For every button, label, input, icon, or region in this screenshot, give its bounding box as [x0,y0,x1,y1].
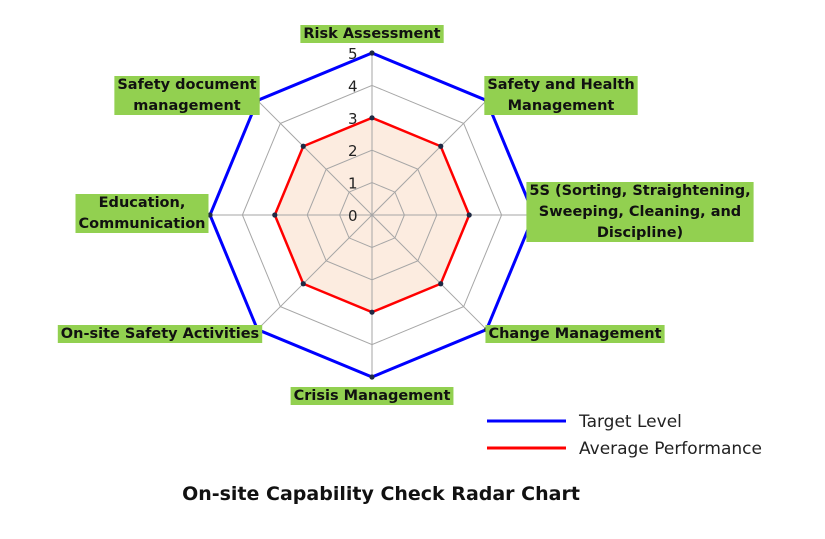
grid-spoke [257,214,373,330]
category-label-box [114,76,260,115]
category-label-text: Safety and Health [487,77,634,93]
grid-spoke [371,100,487,216]
category-label-box [485,325,665,343]
tick-label: 4 [348,77,358,95]
category-label-text: Change Management [488,326,661,342]
category-label-text: Communication [78,216,205,232]
category-label: Change Management [485,325,665,343]
category-label-box [526,182,754,242]
legend: Target Level Average Performance [487,412,762,459]
category-label-text: Sweeping, Cleaning, and [539,204,741,220]
category-label-box [290,387,454,405]
category-label-box [300,25,444,43]
data-point-target [207,212,213,218]
data-point-average [466,212,472,218]
grid-spoke [371,214,487,330]
category-label: On-site Safety Activities [57,325,263,343]
category-label-text: Safety document [117,77,256,93]
category-label-text: Management [508,98,615,114]
category-label-text: On-site Safety Activities [61,326,259,342]
category-label: Safety document management [114,76,260,115]
data-point-average [438,281,444,287]
tick-label: 5 [348,45,358,63]
category-label-text: Risk Assessment [303,26,440,42]
category-label: Crisis Management [290,387,454,405]
tick-label: 2 [348,142,358,160]
data-point-average [272,212,278,218]
category-label: Education, Communication [75,194,209,233]
category-label-text: 5S (Sorting, Straightening, [529,183,750,199]
category-label-box [57,325,263,343]
legend-label-target: Target Level [578,412,682,432]
tick-label: 3 [348,110,358,128]
radar-series [207,50,537,380]
chart-title: On-site Capability Check Radar Chart [182,483,580,505]
data-point-average [438,143,444,149]
radial-tick-labels: 0 1 2 3 4 5 [348,45,358,225]
category-label-text: management [133,98,240,114]
tick-label: 0 [348,207,358,225]
category-label-text: Discipline) [597,225,683,241]
data-point-average [369,115,375,121]
category-label: 5S (Sorting, Straightening, Sweeping, Cle… [526,182,754,242]
category-label: Risk Assessment [300,25,444,43]
data-point-average [369,309,375,315]
category-label-text: Education, [99,195,186,211]
category-label-box [75,194,209,233]
data-point-average [300,143,306,149]
category-label-text: Crisis Management [294,388,451,404]
category-label-box [484,76,638,115]
data-point-average [300,281,306,287]
radar-grid [209,52,535,378]
legend-label-average: Average Performance [579,439,762,459]
tick-label: 1 [348,175,358,193]
data-point-target [369,50,375,56]
data-point-target [369,374,375,380]
grid-spoke [257,100,373,216]
